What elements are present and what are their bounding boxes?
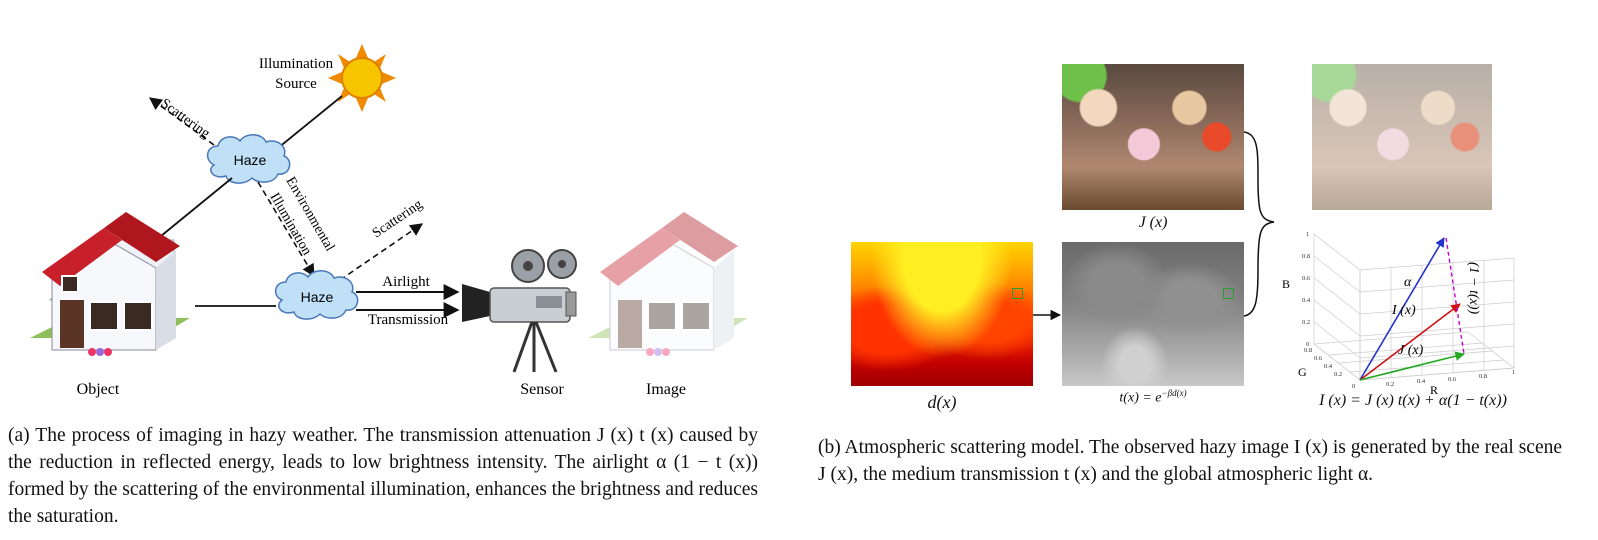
tick-g-04: 0.4 <box>1324 363 1333 370</box>
airlight-label: Airlight <box>382 274 430 290</box>
environmental-illumination-arrow <box>257 181 315 278</box>
object-house <box>30 212 190 356</box>
ix-vector-label: I (x) <box>1391 303 1416 318</box>
tick-b-06: 0.6 <box>1302 275 1311 282</box>
tick-g-08: 0.8 <box>1304 347 1312 354</box>
one-minus-t-label: (1 − t(x)) <box>1466 262 1481 315</box>
alpha-label: α <box>1404 275 1412 290</box>
caption-b: (b) Atmospheric scattering model. The ob… <box>818 437 1562 485</box>
ix-vector <box>1359 303 1461 381</box>
tick-b-0: 0 <box>1306 341 1309 348</box>
tick-r-04: 0.4 <box>1417 378 1426 385</box>
sun-icon <box>328 44 396 112</box>
transmission-map-tx <box>1062 242 1244 386</box>
tick-g-02: 0.2 <box>1334 371 1342 378</box>
scattering-label-top: Scattering <box>158 96 213 142</box>
tick-b-1: 1 <box>1306 231 1309 238</box>
axis-r-label: R <box>1430 383 1438 397</box>
haze-label-bottom: Haze <box>301 289 334 305</box>
haze-to-object-arrow <box>148 177 233 246</box>
depth-map-dx <box>851 242 1033 386</box>
camera-icon <box>462 249 577 373</box>
tick-g-06: 0.6 <box>1314 355 1323 362</box>
haze-cloud-bottom <box>274 270 359 320</box>
object-label: Object <box>77 381 120 398</box>
tick-r-08: 0.8 <box>1479 373 1487 380</box>
sensor-label: Sensor <box>520 381 564 398</box>
rgb-vector-chart: α I (x) J (x) (1 − t(x)) B G R 1 0.8 0.6… <box>1282 231 1515 397</box>
scattering-arrow-right <box>339 223 424 281</box>
illumination-label-2: Source <box>275 76 317 92</box>
caption-a: (a) The process of imaging in hazy weath… <box>8 425 758 527</box>
tx-label: t(x) = e−βd(x) <box>1119 388 1187 406</box>
dx-label: d(x) <box>927 392 957 412</box>
scene-image-jx <box>1062 64 1244 210</box>
jx-vector <box>1359 351 1465 381</box>
scattering-arrow-top <box>148 97 215 146</box>
sun-to-haze-line <box>277 95 343 149</box>
tick-r-1: 1 <box>1512 369 1515 376</box>
image-label: Image <box>646 381 686 398</box>
scattering-label-right: Scattering <box>370 197 425 241</box>
axis-g-label: G <box>1298 365 1307 379</box>
illumination-label-1: Illumination <box>259 56 334 72</box>
hazy-image-ix <box>1312 64 1492 210</box>
transmission-label: Transmission <box>368 312 449 328</box>
jx-label: J (x) <box>1138 214 1168 231</box>
image-house <box>588 212 748 356</box>
haze-cloud-top <box>206 134 291 184</box>
haze-label-top: Haze <box>234 152 267 168</box>
jx-vector-label: J (x) <box>1398 343 1424 358</box>
tick-b-08: 0.8 <box>1302 253 1310 260</box>
tick-b-04: 0.4 <box>1302 297 1311 304</box>
panel-a-diagram: Illumination Source Scattering Haze Envi… <box>30 44 748 398</box>
tick-b-02: 0.2 <box>1302 319 1310 326</box>
tick-r-02: 0.2 <box>1386 381 1394 388</box>
tick-g-0: 0 <box>1352 383 1355 390</box>
alpha-vector <box>1359 237 1445 381</box>
equation-label: I (x) = J (x) t(x) + α(1 − t(x)) <box>1319 392 1507 409</box>
tick-r-06: 0.6 <box>1448 376 1457 383</box>
one-minus-t-dashed <box>1445 237 1465 355</box>
panel-b-connectors <box>1033 131 1275 321</box>
axis-b-label: B <box>1282 277 1290 291</box>
